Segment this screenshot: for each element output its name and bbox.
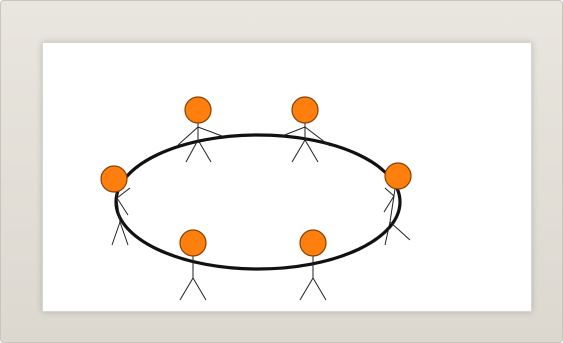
person-figure-top-right (281, 96, 331, 163)
head-icon (184, 96, 212, 124)
person-figure-top-left (177, 96, 223, 163)
head-icon (291, 96, 319, 124)
person-figure-bottom-left (179, 229, 207, 301)
person-figure-bottom-right (299, 229, 327, 301)
person-figure-right (383, 162, 412, 246)
head-icon (384, 162, 412, 190)
head-icon (179, 229, 207, 257)
head-icon (100, 165, 128, 193)
ellipse-outline (114, 133, 402, 271)
head-icon (299, 229, 327, 257)
person-figure-left (100, 165, 131, 246)
